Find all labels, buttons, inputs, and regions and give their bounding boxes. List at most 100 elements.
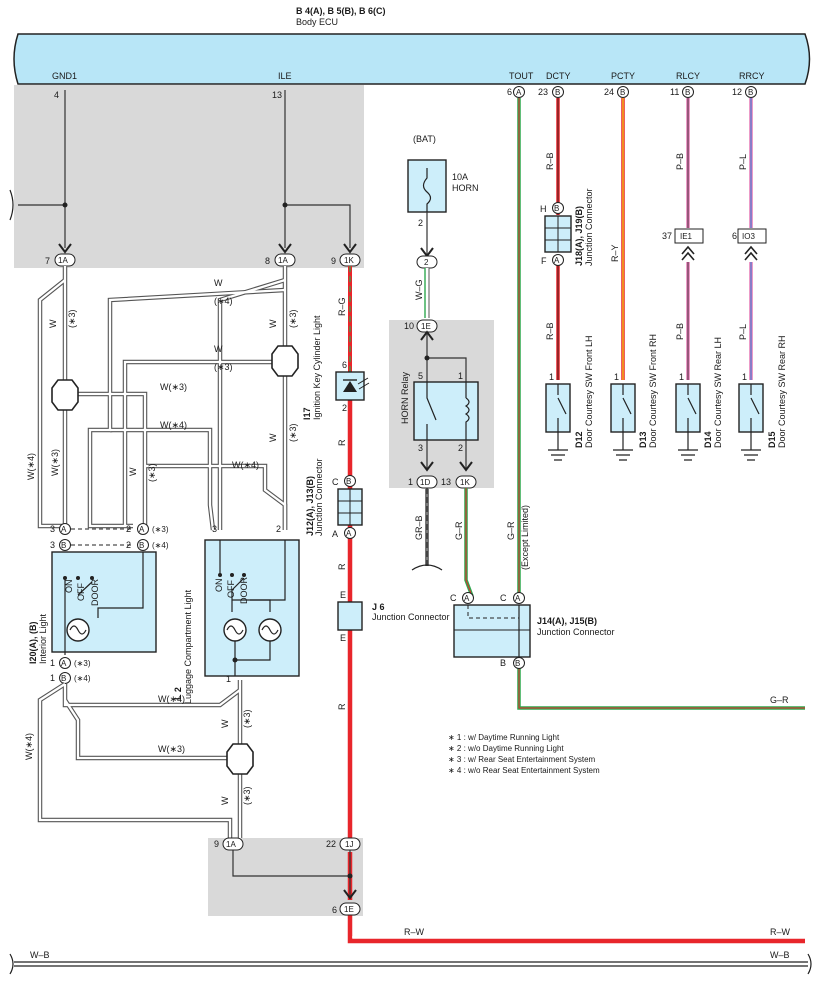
conn-1k-relay: 1K bbox=[460, 478, 470, 487]
conn-pin-6-bottom: 6 bbox=[332, 905, 337, 915]
label-s3-7: (∗3) bbox=[242, 786, 252, 805]
d14-name: Door Courtesy SW Rear LH bbox=[713, 337, 723, 448]
label-w4-4: W(∗4) bbox=[158, 694, 185, 704]
luggage-switch-on: ON bbox=[214, 579, 224, 593]
relay-pin-1: 1 bbox=[458, 371, 463, 381]
d15-code: D15 bbox=[767, 431, 777, 448]
fuse-rating: 10A bbox=[452, 172, 468, 182]
conn-pin-13: 13 bbox=[441, 477, 451, 487]
label-gr-3: G–R bbox=[770, 695, 789, 705]
luggage-light-code: L 2 bbox=[173, 687, 183, 700]
conn-1a-left: 1A bbox=[58, 256, 68, 265]
ecu-pin-23: 23 bbox=[538, 87, 548, 97]
relay-pin-2: 2 bbox=[458, 443, 463, 453]
interior-switch-on: ON bbox=[64, 580, 74, 594]
svg-text:3: 3 bbox=[50, 524, 55, 534]
label-wb-1: W–B bbox=[30, 950, 50, 960]
ecu-pin-4: 4 bbox=[54, 90, 59, 100]
ie1-arrow bbox=[681, 245, 695, 261]
d12-name: Door Courtesy SW Front LH bbox=[584, 335, 594, 448]
ecu-title: B 4(A), B 5(B), B 6(C) bbox=[296, 6, 386, 16]
label-rb-1: R–B bbox=[545, 152, 555, 170]
label-w3-1: W(∗3) bbox=[160, 382, 187, 392]
io3-arrow bbox=[744, 245, 758, 261]
internal-wiring-bottom bbox=[232, 850, 357, 900]
label-rw-2: R–W bbox=[770, 927, 791, 937]
door-switches: 1 1 1 1 bbox=[545, 372, 764, 461]
d12-code: D12 bbox=[574, 431, 584, 448]
fuse-name: HORN bbox=[452, 183, 479, 193]
svg-text:3: 3 bbox=[50, 540, 55, 550]
internal-wiring-top bbox=[9, 90, 357, 254]
ecu-pin-dcty bbox=[552, 86, 564, 98]
label-w-4: W bbox=[268, 319, 278, 328]
conn-pin-22: 22 bbox=[326, 839, 336, 849]
label-s3-6: (∗3) bbox=[242, 709, 252, 728]
ecu-subtitle: Body ECU bbox=[296, 17, 338, 27]
label-rw-1: R–W bbox=[404, 927, 425, 937]
ecu-pin-11: 11 bbox=[670, 87, 679, 97]
svg-text:B: B bbox=[139, 541, 144, 550]
label-r-2: R bbox=[337, 563, 347, 570]
terminal-rrcy: RRCY bbox=[739, 71, 765, 81]
splice-octagon-2 bbox=[271, 345, 299, 377]
svg-text:1: 1 bbox=[742, 372, 747, 382]
conn-pin-37: 37 bbox=[662, 231, 672, 241]
ecu-pin-pcty bbox=[617, 86, 629, 98]
fuse-pin: 2 bbox=[418, 218, 423, 228]
svg-text:B: B bbox=[554, 204, 559, 213]
svg-text:1: 1 bbox=[549, 372, 554, 382]
connector-io3 bbox=[737, 228, 767, 244]
svg-text:B: B bbox=[61, 674, 66, 683]
label-w4-1: W(∗4) bbox=[160, 420, 187, 430]
conn-1d: 1D bbox=[420, 478, 430, 487]
conn-2-label: 2 bbox=[424, 258, 429, 267]
fuse-element bbox=[422, 168, 432, 212]
ecu-pin-letter-a: A bbox=[516, 88, 522, 97]
label-wg: W–G bbox=[414, 279, 424, 300]
ecu-pin-13: 13 bbox=[272, 90, 282, 100]
interior-switch-door: DOOR bbox=[90, 578, 100, 606]
label-s3-2: (∗3) bbox=[67, 309, 77, 328]
label-pb-1: P–B bbox=[675, 153, 685, 170]
j18-name: Junction Connector bbox=[584, 188, 594, 266]
terminal-rlcy: RLCY bbox=[676, 71, 700, 81]
conn-1j: 1J bbox=[345, 840, 353, 849]
interior-light: 3 A 3 B 2 A 2 B 1 A 1 B bbox=[50, 523, 157, 684]
legend-item-4: ∗ 4 : w/o Rear Seat Entertainment System bbox=[448, 766, 600, 775]
conn-ie1: IE1 bbox=[680, 232, 693, 241]
terminal-pcty: PCTY bbox=[611, 71, 635, 81]
svg-text:B: B bbox=[500, 658, 506, 668]
ecu-pin-6: 6 bbox=[507, 87, 512, 97]
label-rg: R–G bbox=[337, 297, 347, 316]
conn-io3: IO3 bbox=[742, 232, 755, 241]
svg-text:H: H bbox=[540, 204, 547, 214]
door-switch-wires bbox=[556, 98, 753, 380]
junction-connector-j6: E E bbox=[337, 590, 363, 643]
label-w-3: W bbox=[48, 319, 58, 328]
j14-name: Junction Connector bbox=[537, 627, 615, 637]
svg-text:F: F bbox=[541, 256, 547, 266]
label-w-7: W bbox=[220, 719, 230, 728]
svg-text:C: C bbox=[500, 593, 507, 603]
ignition-light-code: I17 bbox=[302, 407, 312, 420]
interior-light-name: Interior Light bbox=[38, 613, 48, 664]
svg-text:A: A bbox=[515, 594, 521, 603]
d13-name: Door Courtesy SW Front RH bbox=[648, 334, 658, 448]
label-w4-2: W(∗4) bbox=[232, 460, 259, 470]
ground-bus-wb bbox=[9, 953, 812, 975]
conn-pin-6-io3: 6 bbox=[732, 231, 737, 241]
conn-1e-top: 1E bbox=[421, 322, 431, 331]
junction-block-area-bottom bbox=[208, 838, 363, 916]
legend-item-3: ∗ 3 : w/ Rear Seat Entertainment System bbox=[448, 755, 596, 764]
ecu-pin-letter-b1: B bbox=[555, 88, 560, 97]
ecu-pin-rrcy bbox=[745, 86, 757, 98]
j12-code: J12(A), J13(B) bbox=[305, 476, 315, 536]
svg-text:B: B bbox=[61, 541, 66, 550]
label-w-5: W bbox=[268, 433, 278, 442]
label-s3-1: (∗3) bbox=[214, 362, 233, 372]
conn-pin-8: 8 bbox=[265, 256, 270, 266]
connector-1e-bottom bbox=[339, 902, 361, 916]
conn-pin-7: 7 bbox=[45, 256, 50, 266]
